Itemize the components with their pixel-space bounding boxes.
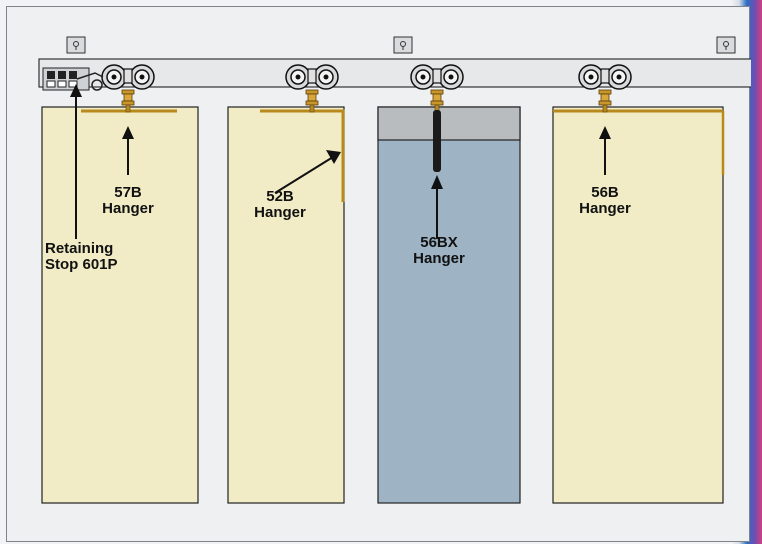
- label-56bx-model: 56BX: [420, 234, 458, 251]
- label-57b-type: Hanger: [102, 200, 154, 217]
- door-panel-2: [227, 106, 345, 504]
- label-56b-model: 56B: [591, 184, 619, 201]
- arrow-57b: [122, 126, 134, 175]
- label-56b-type: Hanger: [579, 200, 631, 217]
- sliding-door-diagram: [38, 36, 751, 504]
- door-panel-1: [41, 106, 199, 504]
- label-57b-hanger: 57B Hanger: [95, 185, 161, 217]
- ceiling-mount-center: [393, 36, 413, 54]
- arrow-56b: [599, 126, 611, 175]
- glass-panel: [377, 106, 521, 504]
- rod-56bx: [433, 110, 441, 172]
- door-panel-4: [552, 106, 724, 504]
- label-52b-model: 52B: [266, 188, 294, 205]
- glass-clamp-rail: [377, 106, 521, 141]
- diagram-frame: 57B Hanger 52B Hanger 56BX Hanger 56B Ha…: [6, 6, 751, 542]
- retaining-stop-mechanism: [42, 67, 104, 91]
- arrow-retaining-stop: [70, 84, 82, 239]
- label-retaining-stop-line1: Retaining: [45, 240, 114, 257]
- ceiling-mount-left: [66, 36, 86, 54]
- label-52b-hanger: 52B Hanger: [250, 189, 310, 221]
- label-52b-type: Hanger: [254, 204, 306, 221]
- hanger-bracket-52b: [260, 109, 345, 202]
- label-56bx-type: Hanger: [413, 250, 465, 267]
- label-56bx-hanger: 56BX Hanger: [407, 235, 471, 267]
- label-57b-model: 57B: [114, 184, 142, 201]
- arrow-56bx: [431, 175, 443, 239]
- overhead-track: [38, 58, 751, 88]
- label-retaining-stop-line2: Stop 601P: [45, 256, 118, 273]
- ceiling-mount-right: [716, 36, 736, 54]
- label-56b-hanger: 56B Hanger: [573, 185, 637, 217]
- arrow-52b: [274, 150, 341, 194]
- label-retaining-stop: Retaining Stop 601P: [45, 241, 118, 273]
